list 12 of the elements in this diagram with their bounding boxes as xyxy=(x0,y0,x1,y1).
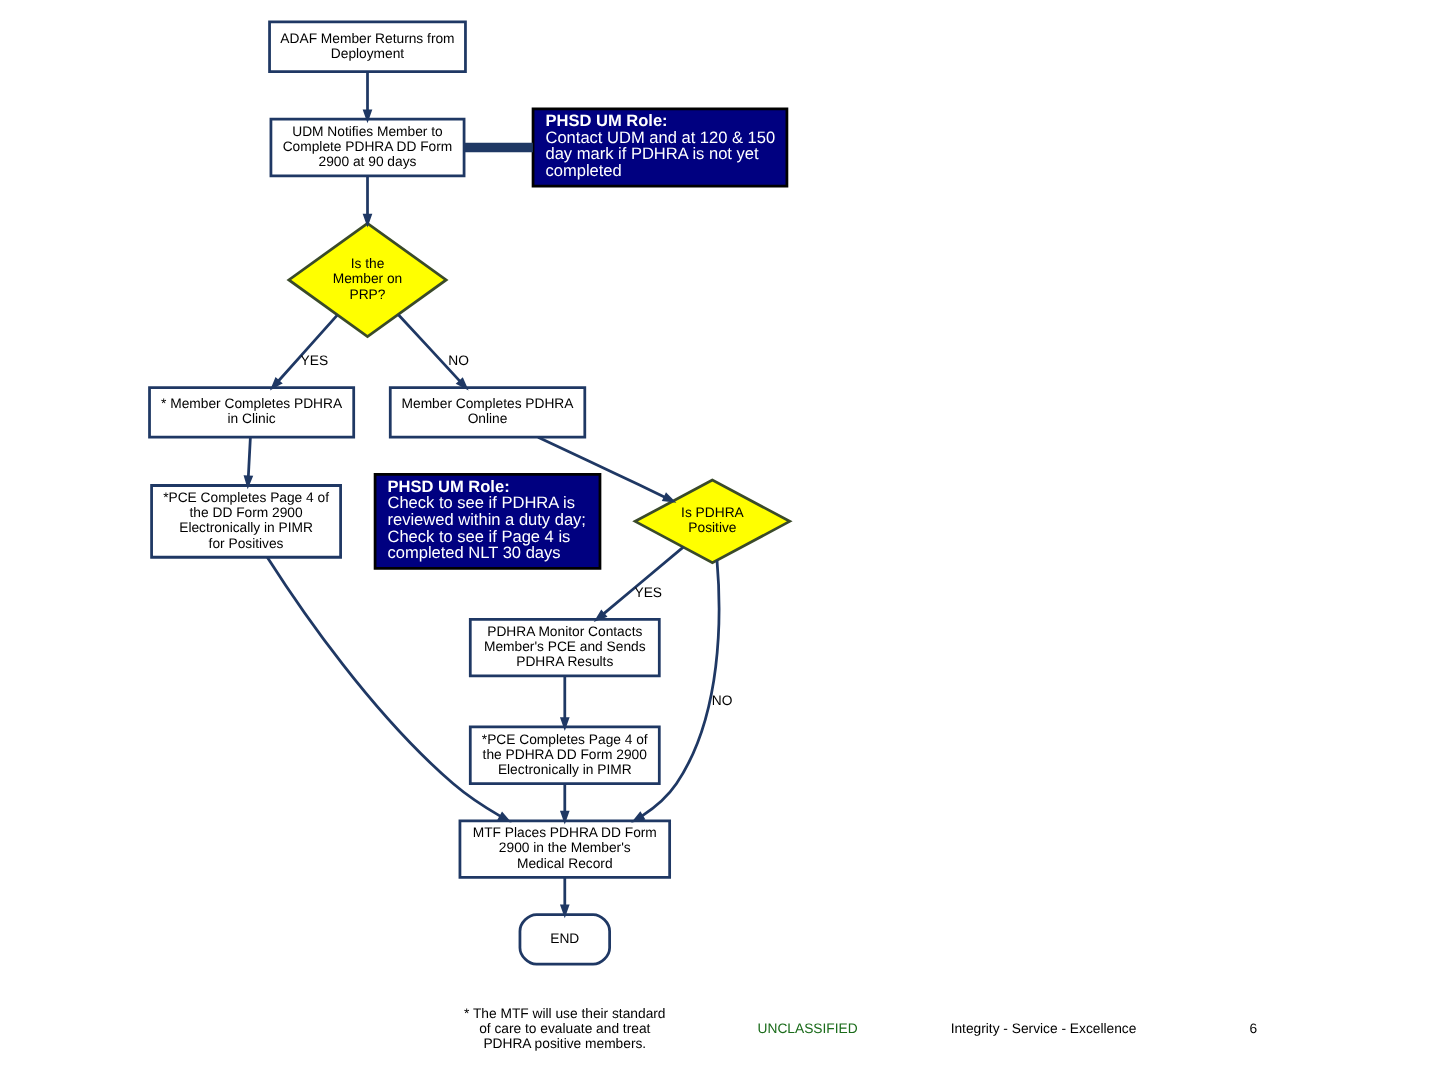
arrow xyxy=(269,314,339,391)
arrow xyxy=(559,783,570,825)
arrow xyxy=(631,560,721,823)
arrow xyxy=(559,676,570,732)
arrow xyxy=(397,313,469,391)
arrow xyxy=(593,546,685,622)
arrow xyxy=(362,71,373,124)
connector xyxy=(464,142,533,153)
arrow xyxy=(559,877,570,919)
arrow xyxy=(266,556,512,823)
arrow xyxy=(243,437,254,490)
arrow xyxy=(362,176,373,228)
